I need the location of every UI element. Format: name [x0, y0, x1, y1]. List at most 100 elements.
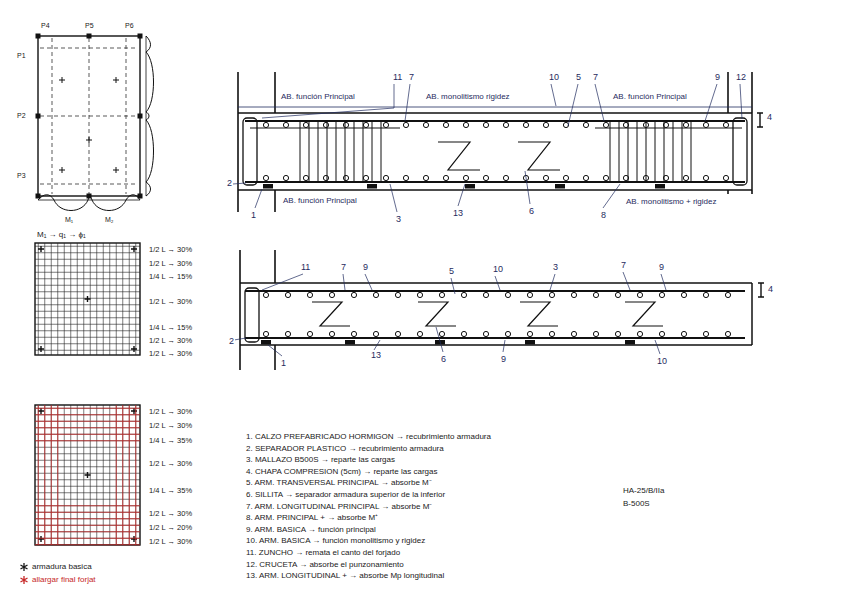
rebar-mesh — [35, 278, 140, 279]
rebar-detail — [725, 331, 730, 336]
zone-percentage: 1/2 L → 30% — [148, 298, 193, 307]
rebar-mesh — [35, 408, 140, 409]
rebar-detail — [664, 121, 665, 182]
rebar-mesh — [35, 434, 140, 435]
slab-section — [418, 302, 456, 326]
rebar-detail — [628, 121, 629, 182]
rebar-detail — [303, 175, 308, 180]
rebar-mesh — [35, 414, 140, 415]
slab-plan — [40, 48, 138, 49]
rebar-detail — [655, 184, 665, 189]
list-item: 10. ARM. BASICA → función monolitismo y … — [245, 536, 426, 545]
rebar-mesh — [35, 246, 140, 350]
rebar-mesh — [38, 243, 39, 355]
leader-line — [623, 272, 630, 290]
slab-section — [245, 337, 745, 339]
leader-line — [405, 84, 410, 121]
zone-percentage: 1/2 L → 30% — [148, 460, 193, 469]
rebar-mesh — [35, 337, 140, 338]
zone-percentage: 1/4 L → 35% — [148, 487, 193, 496]
rebar-mesh — [51, 405, 52, 545]
rebar-detail — [285, 331, 290, 336]
leader-line — [365, 274, 372, 290]
callout-number: 9 — [362, 262, 369, 272]
rebar-detail — [523, 122, 528, 127]
rebar-detail — [303, 122, 308, 127]
legend-asterisk — [19, 575, 29, 585]
zone-percentage: 1/2 L → 30% — [148, 260, 193, 269]
rebar-detail — [619, 121, 620, 182]
rebar-mesh — [35, 505, 140, 506]
pillar-mark — [87, 34, 92, 39]
callout-number: 4 — [766, 112, 773, 122]
rebar-detail — [323, 122, 328, 127]
zone-percentage: 1/2 L → 20% — [148, 524, 193, 533]
callout-number: 5 — [575, 72, 582, 82]
rebar-mesh — [35, 259, 140, 260]
rebar-detail — [683, 175, 688, 180]
slab-section — [245, 181, 745, 183]
rebar-mesh — [44, 243, 45, 355]
rebar-detail — [261, 340, 271, 345]
rebar-detail — [461, 292, 466, 297]
list-item: 8. ARM. PRINCIPAL + → absorbe M⁺ — [245, 513, 379, 522]
rebar-mesh — [109, 405, 110, 545]
slab-section — [758, 283, 764, 297]
leader-line — [603, 184, 620, 208]
legend-asterisk — [21, 563, 28, 571]
rebar-detail — [583, 175, 588, 180]
callout-number: 3 — [552, 262, 559, 272]
rebar-detail — [543, 122, 548, 127]
rebar-detail — [327, 121, 328, 182]
pillar-mark — [59, 167, 65, 173]
list-item: 9. ARM. BASICA → función principal — [245, 525, 377, 534]
rebar-detail — [681, 292, 686, 297]
reinforcement-note: AB. monolitismo + rigidez — [625, 197, 717, 206]
rebar-detail — [603, 122, 608, 127]
rebar-mesh — [35, 544, 140, 545]
legend-asterisk — [19, 562, 29, 572]
callout-number: 7 — [620, 260, 627, 270]
rebar-detail — [263, 122, 730, 336]
rebar-mesh — [35, 285, 140, 286]
zone-percentage: 1/4 L → 35% — [148, 437, 193, 446]
rebar-mesh — [85, 472, 91, 478]
callout-number: 6 — [528, 206, 535, 216]
reinforcement-note: AB. monolitismo rigidez — [425, 92, 511, 101]
zone-percentage: 1/2 L → 30% — [148, 408, 193, 417]
callout-number: 4 — [767, 284, 774, 294]
slab-section — [238, 189, 752, 191]
rebar-detail — [263, 175, 268, 180]
rebar-mesh — [35, 252, 140, 253]
reinforcement-note: AB. función Principal — [280, 92, 356, 101]
rebar-detail — [549, 292, 554, 297]
rebar-detail — [363, 175, 368, 180]
rebar-detail — [543, 175, 548, 180]
slab-section — [237, 72, 239, 212]
rebar-mesh — [116, 243, 117, 355]
leader-line — [661, 274, 666, 290]
rebar-mesh — [35, 486, 140, 487]
rebar-mesh — [35, 343, 140, 344]
rebar-mesh — [35, 518, 140, 519]
list-item: 6. SILLITA → separador armadura superior… — [245, 490, 446, 499]
leader-line — [568, 84, 578, 126]
rebar-detail — [336, 121, 337, 182]
callout-number: 7 — [408, 72, 415, 82]
rebar-mesh — [35, 408, 140, 545]
zone-percentage: 1/2 L → 30% — [148, 538, 193, 547]
rebar-mesh — [35, 427, 140, 428]
rebar-mesh — [44, 405, 45, 545]
rebar-detail — [285, 292, 290, 297]
rebar-mesh — [35, 408, 140, 545]
rebar-mesh — [38, 405, 136, 545]
rebar-mesh — [35, 434, 140, 435]
rebar-mesh — [57, 405, 58, 545]
rebar-detail — [363, 122, 368, 127]
rebar-detail — [615, 331, 620, 336]
rebar-detail — [483, 175, 488, 180]
leader-line — [595, 84, 604, 121]
formula-note: M₁ → q₁ → ϕ₁ — [36, 230, 87, 239]
rebar-detail — [463, 175, 468, 180]
